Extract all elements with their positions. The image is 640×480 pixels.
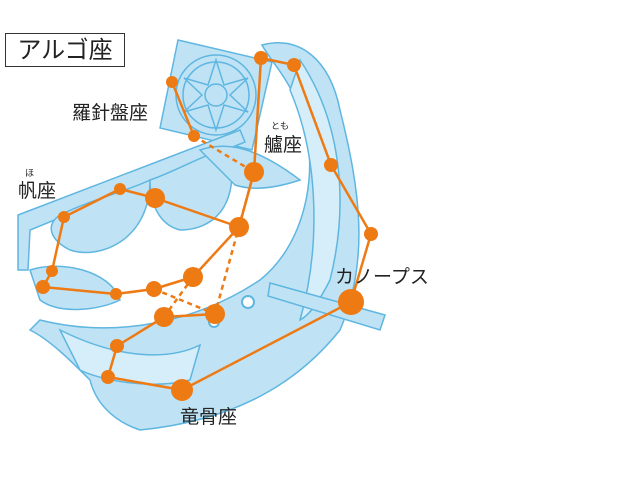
dashed-link <box>193 134 255 174</box>
constellation-link <box>181 300 352 392</box>
star <box>364 227 378 241</box>
ship-hull <box>28 42 360 431</box>
star <box>254 51 268 65</box>
label-canopus: カノープス <box>335 266 429 288</box>
constellation-link <box>107 375 183 392</box>
label-carina: 竜骨座 <box>180 406 238 428</box>
constellation-link <box>50 216 66 272</box>
star <box>324 158 338 172</box>
star <box>110 339 124 353</box>
star <box>188 130 200 142</box>
star <box>244 162 264 182</box>
star <box>146 281 162 297</box>
star <box>287 58 301 72</box>
dashed-link <box>213 171 256 315</box>
star <box>229 217 249 237</box>
star <box>36 280 50 294</box>
star <box>338 289 364 315</box>
stars <box>36 51 378 401</box>
constellation-link <box>170 81 196 137</box>
constellation-link <box>154 196 240 229</box>
label-puppis: 艫座 <box>264 134 303 156</box>
star <box>154 307 174 327</box>
star <box>171 379 193 401</box>
star <box>101 370 115 384</box>
constellation-link <box>63 187 121 219</box>
star <box>183 267 203 287</box>
constellation-link <box>292 64 333 166</box>
star <box>145 188 165 208</box>
label-pyxis: 羅針盤座 <box>72 102 149 124</box>
constellation-link <box>252 57 263 173</box>
star <box>114 183 126 195</box>
constellation-link <box>192 226 240 278</box>
label-vela: 帆座 <box>18 180 57 202</box>
star <box>58 211 70 223</box>
star <box>166 76 178 88</box>
star <box>205 304 225 324</box>
diagram-title: アルゴ座 <box>5 33 125 67</box>
ruby-vela: ほ <box>25 169 35 179</box>
ruby-puppis: とも <box>271 122 290 132</box>
constellation-link <box>329 164 373 235</box>
constellation-link <box>42 285 117 296</box>
star <box>46 265 58 277</box>
star <box>110 288 122 300</box>
dashed-link <box>153 287 216 316</box>
